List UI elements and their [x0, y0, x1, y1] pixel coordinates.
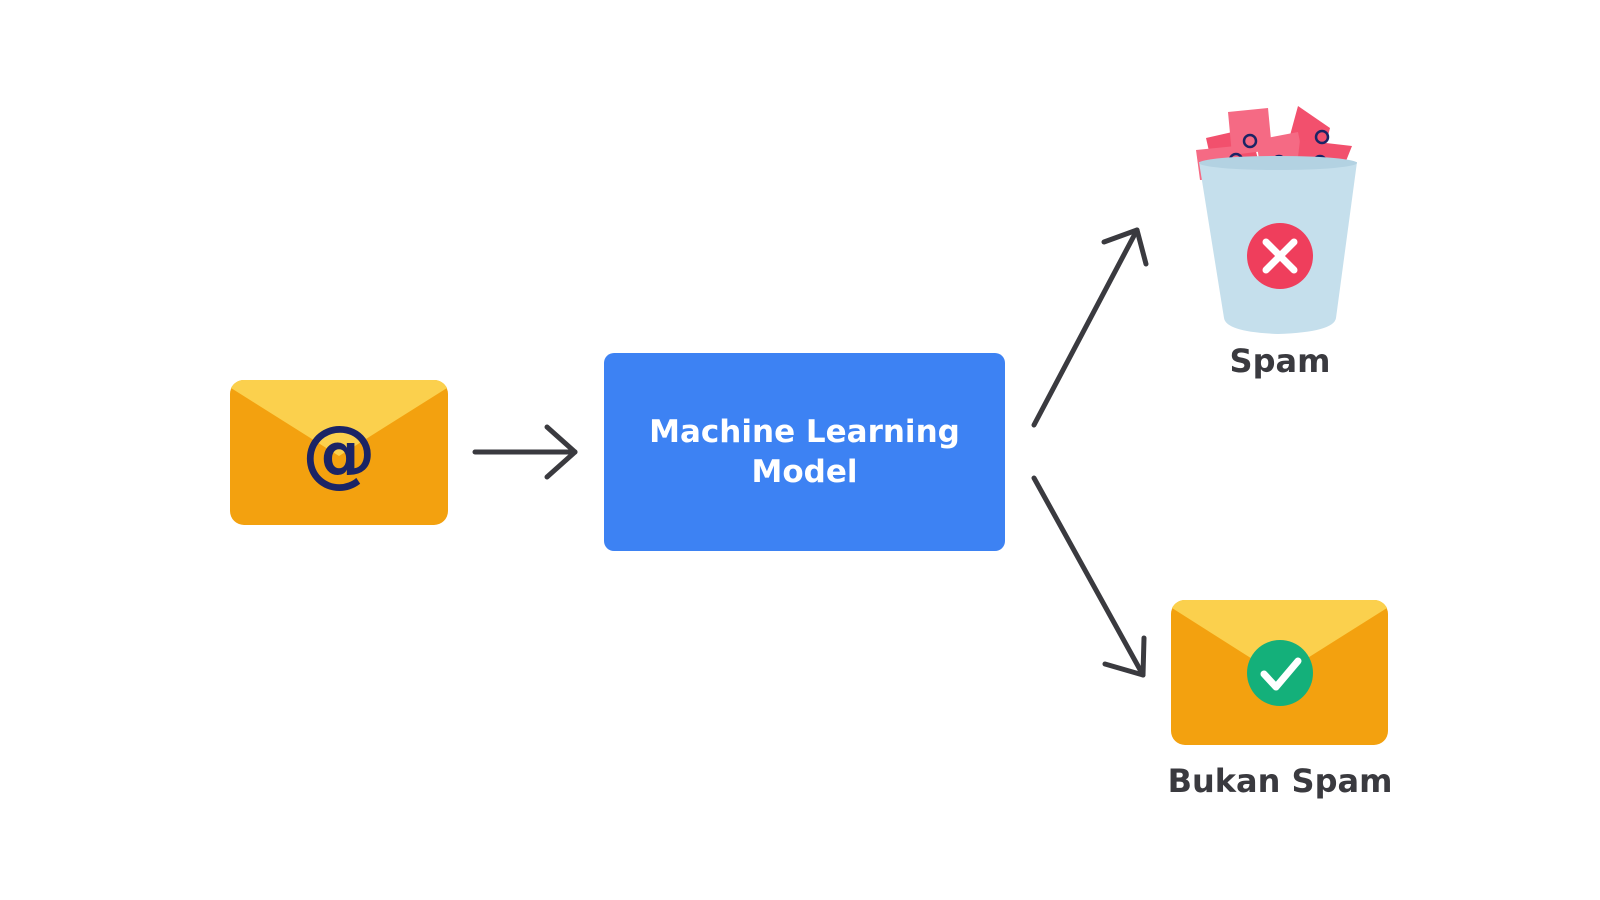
check-circle-icon: [1247, 640, 1313, 706]
at-sign-glyph: @: [302, 410, 376, 496]
x-circle-icon: [1247, 223, 1313, 289]
not-spam-label: Bukan Spam: [1167, 762, 1393, 800]
envelope-at-icon: @: [230, 379, 448, 525]
arrow-down-right-icon: [1031, 475, 1147, 678]
machine-learning-model-box: Machine Learning Model: [604, 353, 1005, 551]
arrow-up-right-icon: [1031, 227, 1149, 428]
trash-bin-icon: [1196, 106, 1357, 334]
arrow-right-icon: [472, 424, 578, 480]
spam-label: Spam: [1229, 342, 1331, 380]
model-label: Machine Learning Model: [649, 414, 960, 490]
